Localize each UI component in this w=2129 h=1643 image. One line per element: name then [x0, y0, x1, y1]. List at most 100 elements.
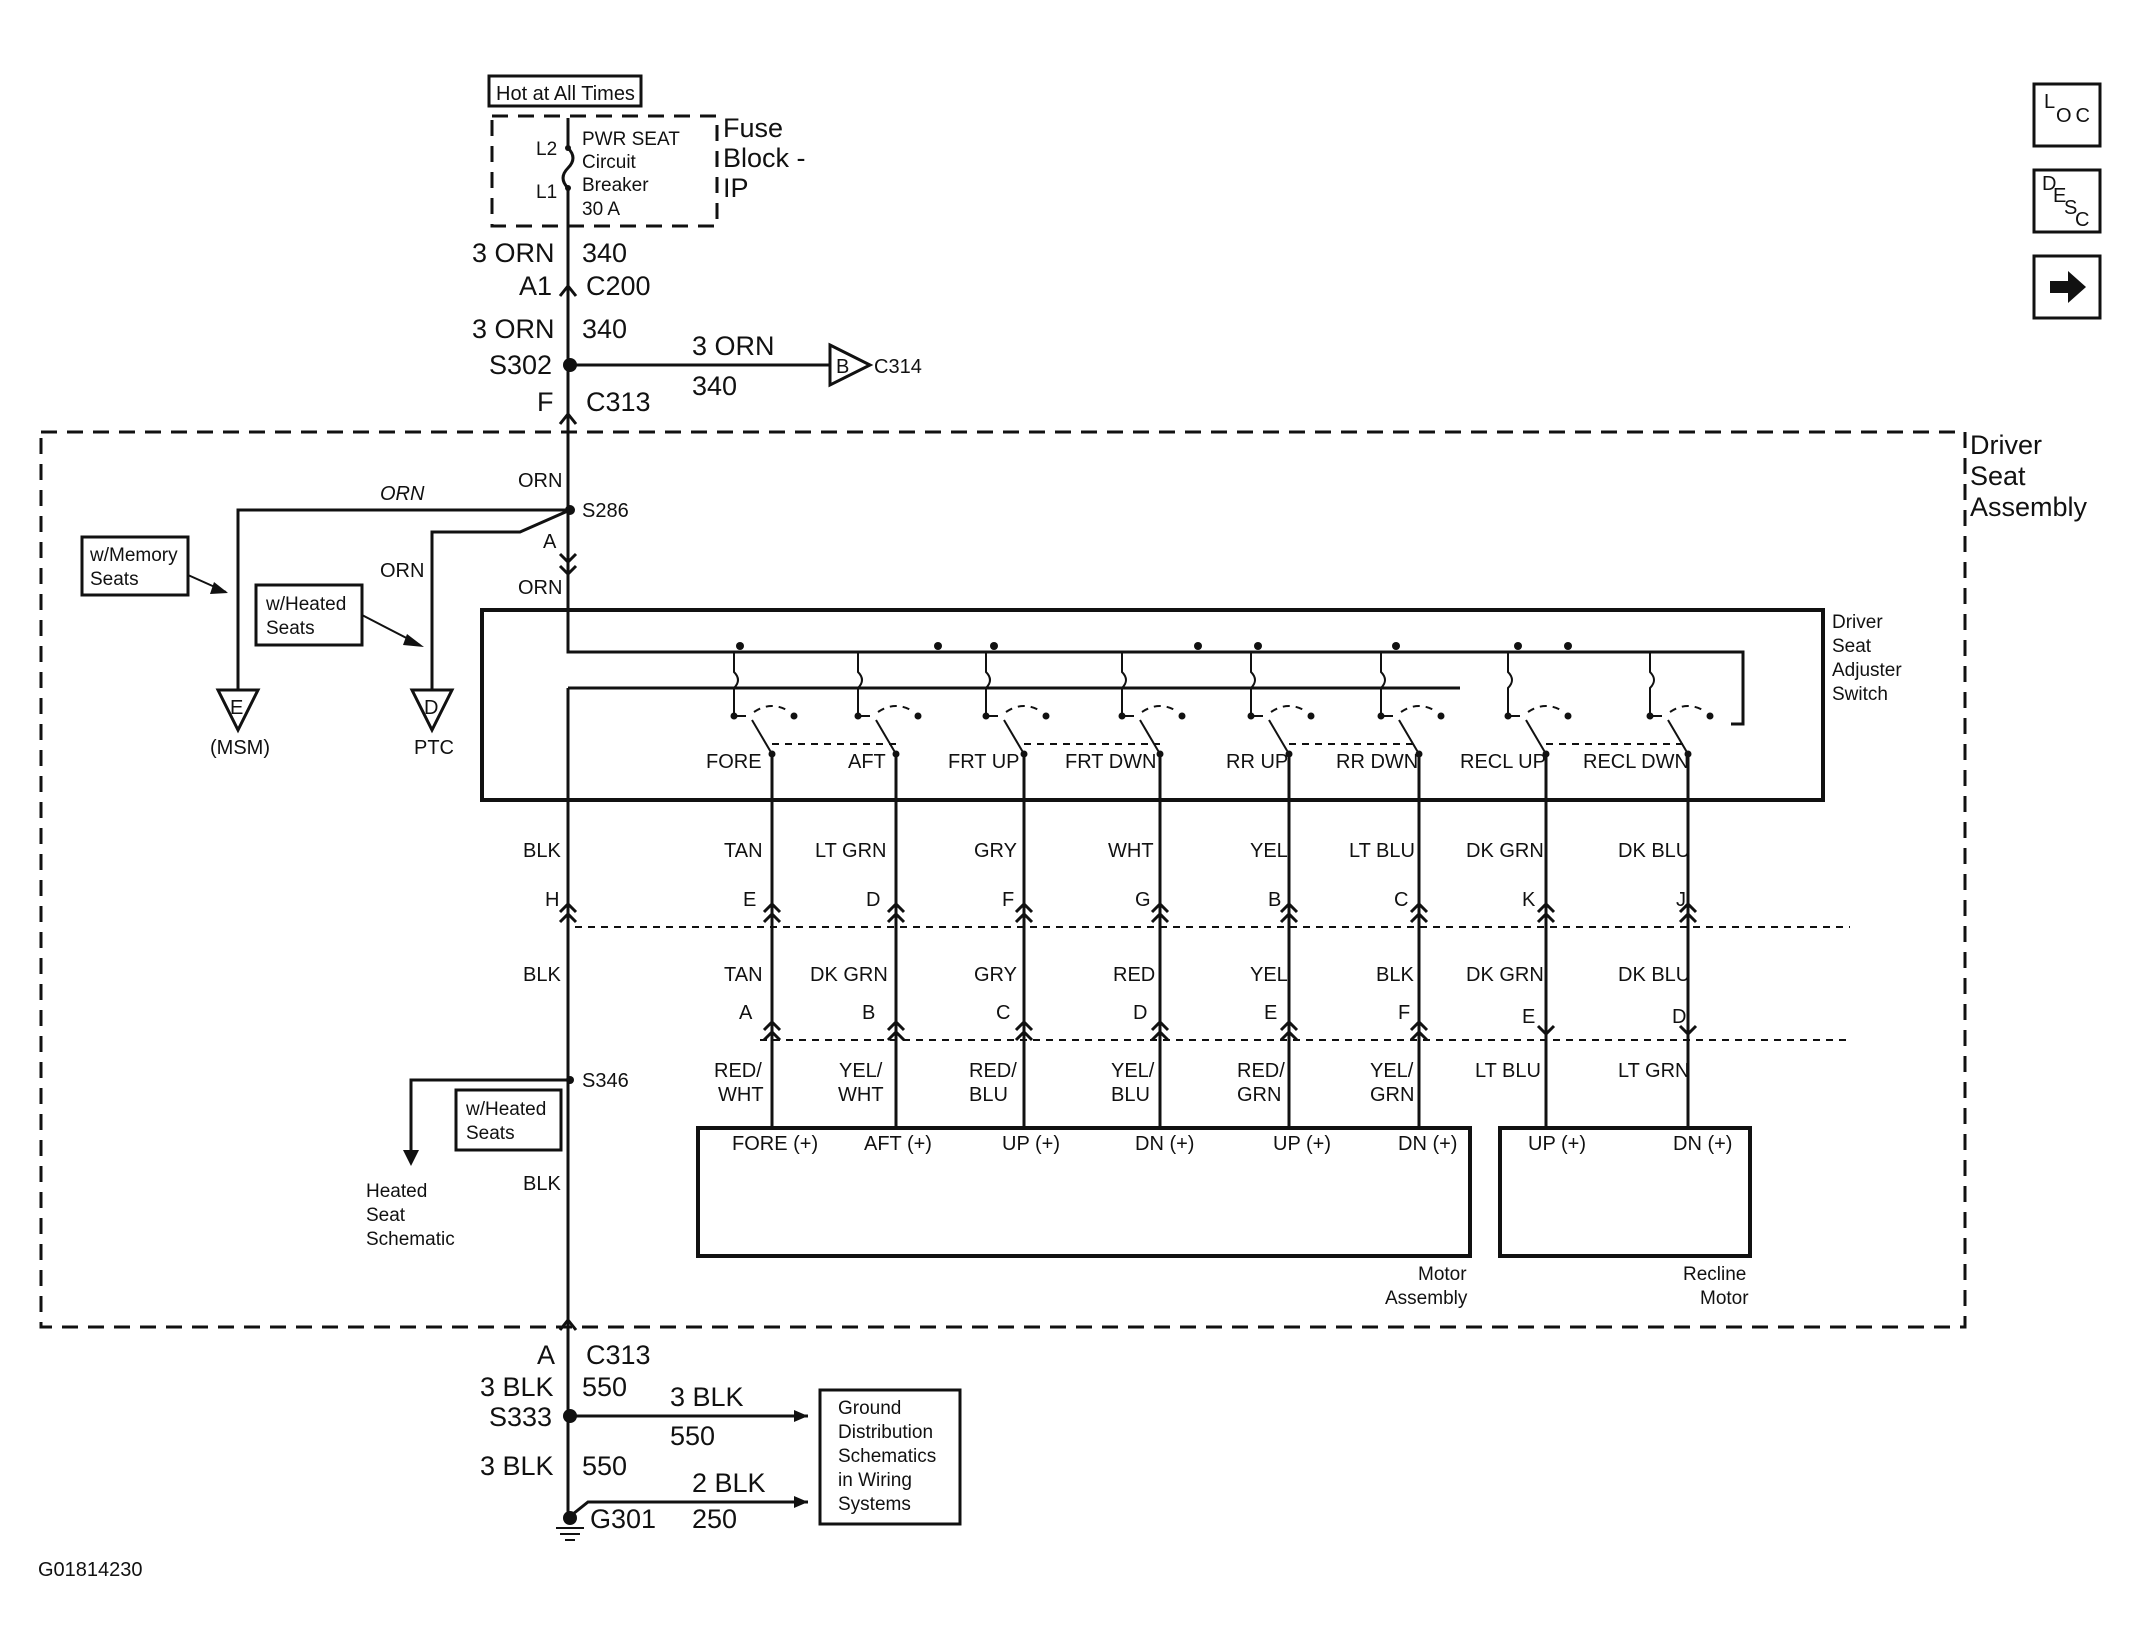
row3-color-5a: RED/ [1237, 1060, 1285, 1082]
c200-pin: A1 [519, 271, 552, 301]
description-button[interactable]: D E S C [2032, 168, 2102, 234]
heated-note-1: w/Heated [265, 594, 346, 615]
switch-arc-3 [1005, 705, 1043, 713]
harness-connector-1-4 [1150, 901, 1170, 924]
c313-top-pin: F [537, 387, 554, 417]
switch-title-1: Driver [1832, 612, 1883, 633]
row1-color-8: DK BLU [1618, 840, 1690, 862]
row1-pin-7: K [1522, 889, 1536, 911]
heated2-note-2: Seats [466, 1123, 515, 1144]
harness-connector-ground [558, 901, 578, 924]
switch-contact-a-3 [982, 712, 990, 720]
lower-wire2-circuit: 550 [582, 1451, 627, 1481]
fuse-block: Hot at All Times Fuse Block - IP PWR SEA… [487, 74, 806, 240]
row2-pin-3: C [996, 1002, 1010, 1024]
harness-connector-1-2 [886, 901, 906, 924]
switch-title-3: Adjuster [1832, 660, 1902, 681]
desc-s: S [2064, 197, 2077, 219]
row1-color-7: DK GRN [1466, 840, 1544, 862]
branch-color: 3 ORN [692, 331, 775, 361]
c313-bottom-id: C313 [586, 1340, 651, 1370]
harness-connector-2-7 [1536, 1024, 1556, 1037]
connector-c200-symbol [558, 283, 578, 297]
row3-color-4a: YEL/ [1111, 1060, 1155, 1082]
desc-c: C [2075, 209, 2089, 231]
heated-dest-1: Heated [366, 1181, 427, 1202]
switch-bus-node-1 [736, 642, 744, 650]
switch-title-2: Seat [1832, 636, 1872, 657]
gd-note-2: Distribution [838, 1422, 933, 1443]
heated-seats-note-2 [454, 1088, 563, 1152]
heated-note-2: Seats [266, 618, 315, 639]
row1-color-3: GRY [974, 840, 1017, 862]
memory-seats-note [80, 535, 190, 597]
harness-connector-1-6 [1409, 901, 1429, 924]
msm-pin: E [230, 697, 243, 719]
switch-wiper-1 [751, 719, 773, 755]
switch-pos-frt-up: FRT UP [948, 751, 1020, 773]
row1-color-4: WHT [1108, 840, 1154, 862]
desc-e: E [2053, 185, 2066, 207]
fuse-block-title-3: IP [723, 173, 749, 203]
memory-note-2: Seats [90, 569, 139, 590]
gd-note-1: Ground [838, 1398, 901, 1419]
switch-arc-6 [1400, 705, 1438, 713]
fuse-block-title-2: Block - [723, 143, 806, 173]
switch-arm-2 [857, 652, 870, 717]
switch-contact-b-2 [914, 712, 922, 720]
next-page-button[interactable] [2032, 254, 2102, 320]
switch-arc-7 [1527, 705, 1565, 713]
switch-wiper-6 [1398, 719, 1420, 755]
switch-arm-4 [1121, 652, 1134, 717]
orn-label-3: ORN [380, 560, 424, 582]
row2-pin-7: E [1522, 1006, 1535, 1028]
switch-contact-b-3 [1042, 712, 1050, 720]
switch-arc-2 [877, 705, 915, 713]
row3-color-3b: BLU [969, 1084, 1008, 1106]
switch-bus-node-8 [1564, 642, 1572, 650]
switch-wiper-7 [1525, 719, 1547, 755]
assembly-title-1: Driver [1970, 430, 2042, 460]
location-button[interactable]: L OC [2032, 82, 2102, 148]
row2-color-7: DK GRN [1466, 964, 1544, 986]
switch-pos-aft: AFT [848, 751, 886, 773]
motor-label-2: Assembly [1385, 1288, 1468, 1309]
switch-pos-rr-dwn: RR DWN [1336, 751, 1418, 773]
switch-contact-a-7 [1504, 712, 1512, 720]
pin-a-label: A [543, 531, 557, 553]
switch-bus-node-6 [1392, 642, 1400, 650]
switch-contact-b-1 [790, 712, 798, 720]
row2-pin-5: E [1264, 1002, 1277, 1024]
switch-arm-1 [733, 652, 746, 717]
row2-ground-color: BLK [523, 964, 561, 986]
ground-symbol [556, 1527, 584, 1541]
c313-top-id: C313 [586, 387, 651, 417]
switch-wiper-8 [1667, 719, 1689, 755]
branch2-circuit: 250 [692, 1504, 737, 1534]
gd-note-3: Schematics [838, 1446, 936, 1467]
switch-wiper-5 [1268, 719, 1290, 755]
motor-term-4: DN (+) [1135, 1133, 1194, 1155]
row1-pin-6: C [1394, 889, 1408, 911]
s302-label: S302 [489, 350, 552, 380]
row2-pin-8: D [1672, 1006, 1686, 1028]
switch-pos-recl-up: RECL UP [1460, 751, 1546, 773]
ground-g301-point [563, 1511, 577, 1525]
terminal-l2: L2 [536, 139, 557, 160]
ptc-branch-wire [430, 508, 571, 690]
motor-term-2: AFT (+) [864, 1133, 932, 1155]
switch-pos-recl-dwn: RECL DWN [1583, 751, 1689, 773]
switch-contact-a-6 [1377, 712, 1385, 720]
lower-wire1-color: 3 BLK [480, 1372, 554, 1402]
ground-wire-color: BLK [523, 1173, 561, 1195]
arrow-right-icon [2050, 271, 2086, 303]
assembly-title-2: Seat [1970, 461, 2026, 491]
row3-color-1a: RED/ [714, 1060, 762, 1082]
pin-a-connector [558, 552, 578, 577]
msm-label: (MSM) [210, 737, 270, 759]
connector-c313-top-symbol [558, 411, 578, 425]
switch-title-4: Switch [1832, 684, 1888, 705]
s333-label: S333 [489, 1402, 552, 1432]
msm-connector [215, 688, 261, 734]
